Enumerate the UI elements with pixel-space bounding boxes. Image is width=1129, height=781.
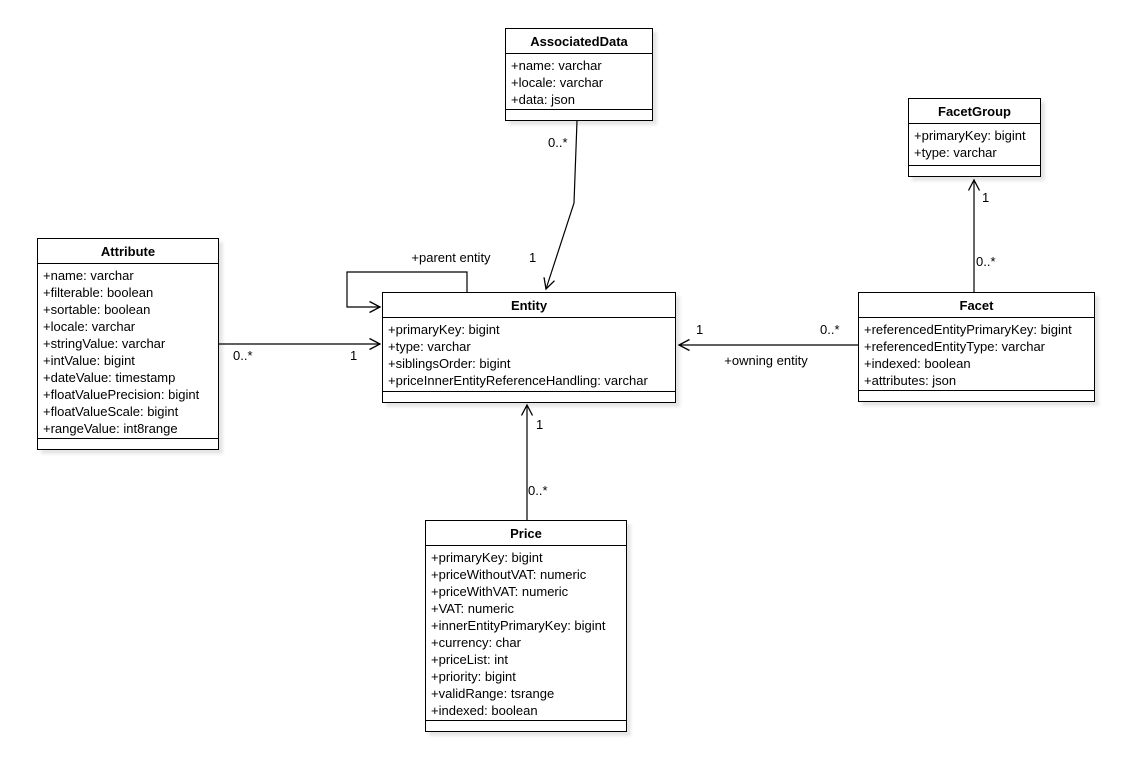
class-price[interactable]: Price +primaryKey: bigint +priceWithoutVA… bbox=[425, 520, 627, 732]
edge-label-parent-entity: +parent entity bbox=[411, 250, 491, 265]
class-attribute-row: +primaryKey: bigint bbox=[388, 322, 500, 337]
class-attribute-row: +primaryKey: bigint bbox=[914, 128, 1026, 143]
class-facet-attributes: +referencedEntityPrimaryKey: bigint +refe… bbox=[859, 318, 1094, 390]
class-facet[interactable]: Facet +referencedEntityPrimaryKey: bigin… bbox=[858, 292, 1095, 402]
class-attribute[interactable]: Attribute +name: varchar +filterable: boo… bbox=[37, 238, 219, 450]
class-facetgroup[interactable]: FacetGroup +primaryKey: bigint +type: var… bbox=[908, 98, 1041, 177]
class-attribute-row: +locale: varchar bbox=[511, 75, 604, 90]
multiplicity-facet-end: 0..* bbox=[820, 322, 840, 337]
class-associateddata-title: AssociatedData bbox=[506, 29, 652, 54]
multiplicity-attribute-end: 0..* bbox=[233, 348, 253, 363]
class-associateddata-attributes: +name: varchar +locale: varchar +data: jso… bbox=[506, 54, 652, 109]
class-attribute-row: +VAT: numeric bbox=[431, 601, 514, 616]
class-attribute-row: +name: varchar bbox=[511, 58, 602, 73]
class-attribute-footer-compartment bbox=[38, 438, 218, 449]
multiplicity-price-entity-end: 1 bbox=[536, 417, 544, 432]
edge-label-owning-entity: +owning entity bbox=[724, 353, 808, 368]
class-attribute-row: +attributes: json bbox=[864, 373, 957, 388]
class-attribute-row: +siblingsOrder: bigint bbox=[388, 356, 511, 371]
class-attribute-row: +type: varchar bbox=[914, 145, 997, 160]
class-attribute-row: +priceWithoutVAT: numeric bbox=[431, 567, 587, 582]
class-entity-footer-compartment bbox=[383, 391, 675, 402]
class-associateddata-footer-compartment bbox=[506, 109, 652, 120]
class-associateddata[interactable]: AssociatedData +name: varchar +locale: va… bbox=[505, 28, 653, 121]
class-attribute-row: +primaryKey: bigint bbox=[431, 550, 543, 565]
class-attribute-row: +priceWithVAT: numeric bbox=[431, 584, 569, 599]
multiplicity-associateddata-entity-end: 1 bbox=[529, 250, 537, 265]
class-attribute-row: +filterable: boolean bbox=[43, 285, 154, 300]
class-attribute-row: +floatValuePrecision: bigint bbox=[43, 387, 200, 402]
class-attribute-row: +dateValue: timestamp bbox=[43, 370, 176, 385]
class-attribute-row: +type: varchar bbox=[388, 339, 471, 354]
class-attribute-row: +intValue: bigint bbox=[43, 353, 135, 368]
class-entity[interactable]: Entity +primaryKey: bigint +type: varchar… bbox=[382, 292, 676, 403]
class-attribute-row: +referencedEntityPrimaryKey: bigint bbox=[864, 322, 1072, 337]
class-attribute-row: +data: json bbox=[511, 92, 575, 107]
class-attribute-row: +sortable: boolean bbox=[43, 302, 151, 317]
class-attribute-row: +rangeValue: int8range bbox=[43, 421, 178, 436]
class-facet-title: Facet bbox=[859, 293, 1094, 318]
class-attribute-row: +floatValueScale: bigint bbox=[43, 404, 179, 419]
class-entity-title: Entity bbox=[383, 293, 675, 318]
class-attribute-row: +validRange: tsrange bbox=[431, 686, 555, 701]
class-attribute-row: +locale: varchar bbox=[43, 319, 136, 334]
class-attribute-row: +indexed: boolean bbox=[864, 356, 971, 371]
class-attribute-row: +referencedEntityType: varchar bbox=[864, 339, 1046, 354]
class-attribute-attributes: +name: varchar +filterable: boolean +sorta… bbox=[38, 264, 218, 438]
class-attribute-row: +innerEntityPrimaryKey: bigint bbox=[431, 618, 606, 633]
multiplicity-facet-entity-end: 1 bbox=[696, 322, 704, 337]
class-attribute-row: +priceList: int bbox=[431, 652, 508, 667]
class-attribute-row: +stringValue: varchar bbox=[43, 336, 166, 351]
class-attribute-row: +priority: bigint bbox=[431, 669, 516, 684]
class-entity-attributes: +primaryKey: bigint +type: varchar +siblin… bbox=[383, 318, 675, 391]
multiplicity-price-end: 0..* bbox=[528, 483, 548, 498]
class-price-title: Price bbox=[426, 521, 626, 546]
class-price-attributes: +primaryKey: bigint +priceWithoutVAT: num… bbox=[426, 546, 626, 720]
class-facet-footer-compartment bbox=[859, 390, 1094, 401]
class-facetgroup-footer-compartment bbox=[909, 165, 1040, 176]
class-attribute-row: +currency: char bbox=[431, 635, 521, 650]
multiplicity-attribute-entity-end: 1 bbox=[350, 348, 358, 363]
class-attribute-row: +name: varchar bbox=[43, 268, 134, 283]
class-price-footer-compartment bbox=[426, 720, 626, 731]
class-facetgroup-title: FacetGroup bbox=[909, 99, 1040, 124]
multiplicity-facet-source-end: 0..* bbox=[976, 254, 996, 269]
class-attribute-row: +indexed: boolean bbox=[431, 703, 538, 718]
multiplicity-associateddata-end: 0..* bbox=[548, 135, 568, 150]
multiplicity-facet-facetgroup-end: 1 bbox=[982, 190, 990, 205]
class-facetgroup-attributes: +primaryKey: bigint +type: varchar bbox=[909, 124, 1040, 165]
class-attribute-row: +priceInnerEntityReferenceHandling: varc… bbox=[388, 373, 648, 388]
class-attribute-title: Attribute bbox=[38, 239, 218, 264]
